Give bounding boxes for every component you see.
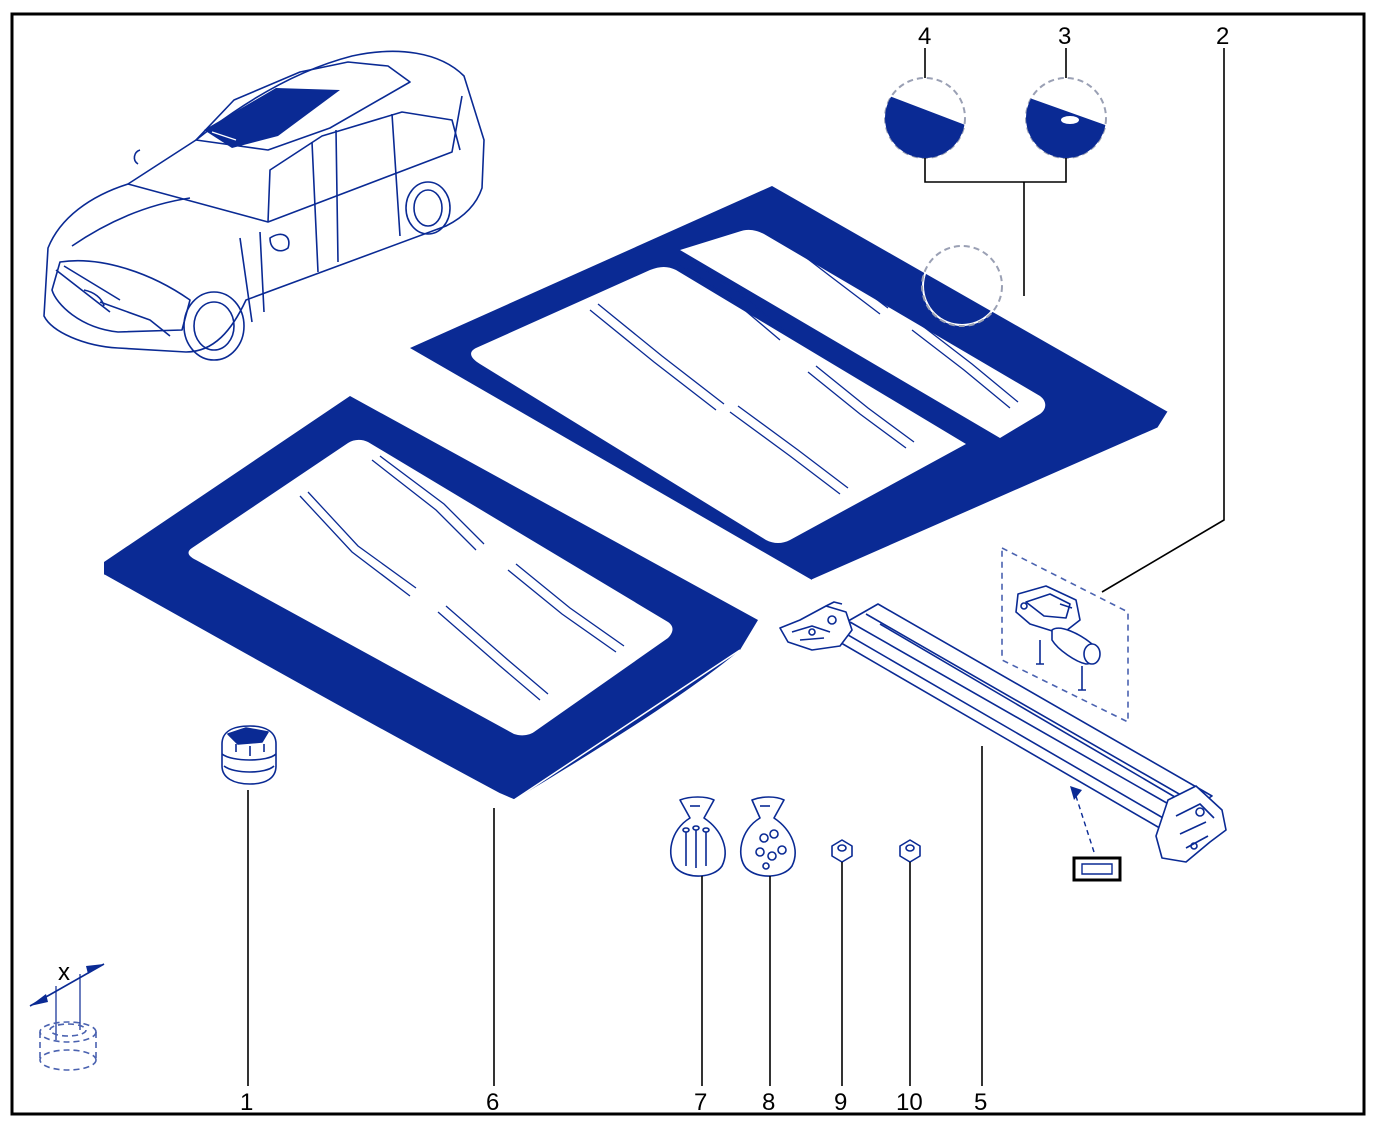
front-glass-reflections bbox=[299, 455, 625, 701]
rear-glass-reflections bbox=[589, 229, 1019, 495]
screw-bag bbox=[669, 796, 726, 877]
diagram-frame bbox=[10, 12, 1366, 1116]
callout-5: 5 bbox=[974, 1089, 987, 1116]
measurement-symbol: x bbox=[29, 959, 105, 1071]
detail-circle-3 bbox=[1025, 77, 1107, 159]
seal-pad bbox=[1072, 856, 1122, 882]
motor-kit-box bbox=[1001, 546, 1129, 724]
callout-7: 7 bbox=[694, 1089, 707, 1116]
measure-label: x bbox=[58, 959, 70, 986]
rear-roof-panel bbox=[410, 186, 1169, 581]
seal-pad-arrow bbox=[1073, 789, 1095, 853]
callout-2: 2 bbox=[1216, 23, 1229, 50]
switch-part bbox=[221, 725, 277, 785]
leader-lines bbox=[247, 48, 1225, 1086]
nut-part-9 bbox=[831, 839, 853, 863]
callout-numbers: 4 3 2 1 6 7 8 9 10 5 bbox=[240, 23, 1229, 1116]
callout-8: 8 bbox=[762, 1089, 775, 1116]
motor-unit bbox=[1015, 585, 1101, 691]
car-sunroof-highlight bbox=[204, 88, 340, 148]
roller-blind-assembly bbox=[779, 601, 1227, 863]
callout-10: 10 bbox=[896, 1089, 923, 1116]
front-glass-panel bbox=[103, 396, 758, 801]
car-illustration bbox=[43, 50, 485, 361]
clip-bag bbox=[739, 796, 796, 877]
detail-circle-4 bbox=[884, 77, 966, 159]
nut-part-10 bbox=[899, 839, 921, 863]
callout-3: 3 bbox=[1058, 23, 1071, 50]
callout-4: 4 bbox=[918, 23, 931, 50]
callout-9: 9 bbox=[834, 1089, 847, 1116]
callout-6: 6 bbox=[486, 1089, 499, 1116]
callout-1: 1 bbox=[240, 1089, 253, 1116]
